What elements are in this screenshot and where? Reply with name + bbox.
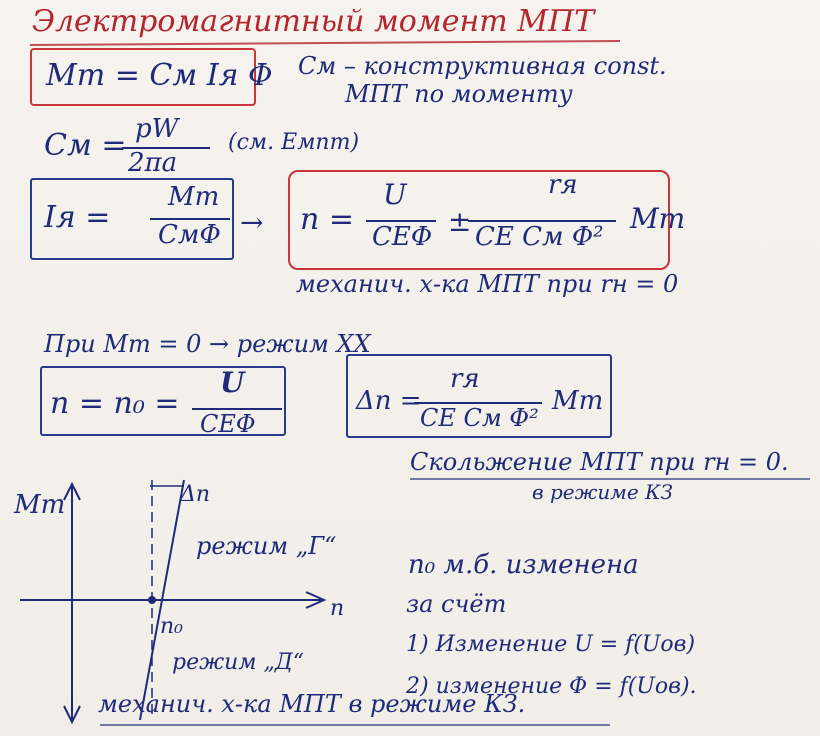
title-underline	[30, 39, 620, 47]
right-note-2: за счёт	[406, 590, 507, 618]
speed-fraction-bar1	[366, 220, 436, 222]
speed-formula-den2: CE Cм Φ²	[475, 222, 604, 252]
current-formula-lhs: Iя =	[44, 200, 111, 235]
y-axis-arrow-down	[63, 705, 81, 725]
graph-x-label: n	[330, 596, 345, 621]
right-note-4: 2) изменение Φ = f(Uов).	[406, 674, 697, 699]
idle-formula-denominator: CEΦ	[200, 410, 256, 438]
cm-formula-lhs: Cм =	[44, 128, 127, 163]
delta-formula-numerator: rя	[450, 364, 480, 394]
delta-formula-lhs: Δn =	[356, 386, 422, 416]
y-axis-arrow-up	[63, 481, 81, 501]
speed-formula-tail: Mт	[630, 202, 686, 235]
bottom-note-underline	[100, 724, 610, 726]
speed-formula-box	[288, 170, 670, 270]
delta-formula-tail: Mт	[552, 386, 604, 416]
graph-delta-label: Δn	[180, 482, 211, 507]
delta-formula-box	[346, 354, 612, 438]
delta-formula-denominator: CE Cм Φ²	[420, 404, 539, 432]
slip-note: Скольжение МПТ при rн = 0.	[410, 448, 789, 476]
graph-origin-label: n₀	[160, 614, 183, 639]
cm-formula-numerator: pW	[135, 114, 179, 144]
characteristic-line	[139, 479, 185, 721]
delta-fraction-bar	[414, 402, 542, 404]
current-formula-denominator: CмΦ	[158, 220, 221, 250]
speed-formula-lhs: n =	[300, 202, 354, 237]
kz-mode-note: в режиме КЗ	[532, 480, 673, 504]
slip-note-underline	[410, 478, 810, 480]
right-note-1: n₀ м.б. изменена	[408, 550, 639, 580]
cm-fraction-bar	[122, 147, 210, 149]
graph-y-label: Mт	[14, 490, 66, 520]
page-title: Электромагнитный момент МПТ	[32, 4, 595, 39]
right-note-3: 1) Изменение U = f(Uов)	[406, 632, 696, 657]
idle-formula-numerator: U	[220, 366, 245, 399]
bottom-note: механич. х-ка МПТ в режиме КЗ.	[98, 690, 526, 718]
cm-formula-note: (см. Eмпт)	[228, 130, 360, 155]
mech-characteristic-graph	[20, 479, 327, 725]
x-axis-arrow	[305, 591, 327, 609]
current-formula-box	[30, 178, 234, 260]
cm-note-line2: МПТ по моменту	[345, 80, 573, 108]
torque-formula-box	[30, 48, 256, 106]
speed-formula-num1: U	[383, 178, 407, 211]
right-arrow: →	[240, 206, 264, 239]
n0-point	[148, 596, 156, 604]
idle-formula-box	[40, 366, 286, 436]
cm-note-line1: Cм – конструктивная const.	[298, 52, 667, 80]
cm-formula-denominator: 2πa	[128, 148, 178, 178]
torque-formula: Mт = Cм Iя Φ	[46, 58, 273, 93]
speed-formula-den1: CEΦ	[372, 222, 433, 252]
speed-formula-sign: ±	[448, 205, 472, 238]
speed-fraction-bar2	[468, 220, 616, 222]
current-formula-numerator: Mт	[168, 182, 220, 212]
graph-region-lower: режим „Д“	[172, 650, 305, 675]
speed-formula-num2: rя	[548, 170, 578, 200]
current-fraction-bar	[150, 218, 230, 220]
graph-region-upper: режим „Г“	[196, 532, 337, 560]
idle-condition-line: При Mт = 0 → режим ХХ	[44, 330, 371, 358]
idle-fraction-bar	[192, 408, 282, 410]
mech-characteristic-note: механич. х-ка МПТ при rн = 0	[296, 270, 679, 298]
idle-formula-lhs: n = n₀ =	[50, 386, 180, 421]
